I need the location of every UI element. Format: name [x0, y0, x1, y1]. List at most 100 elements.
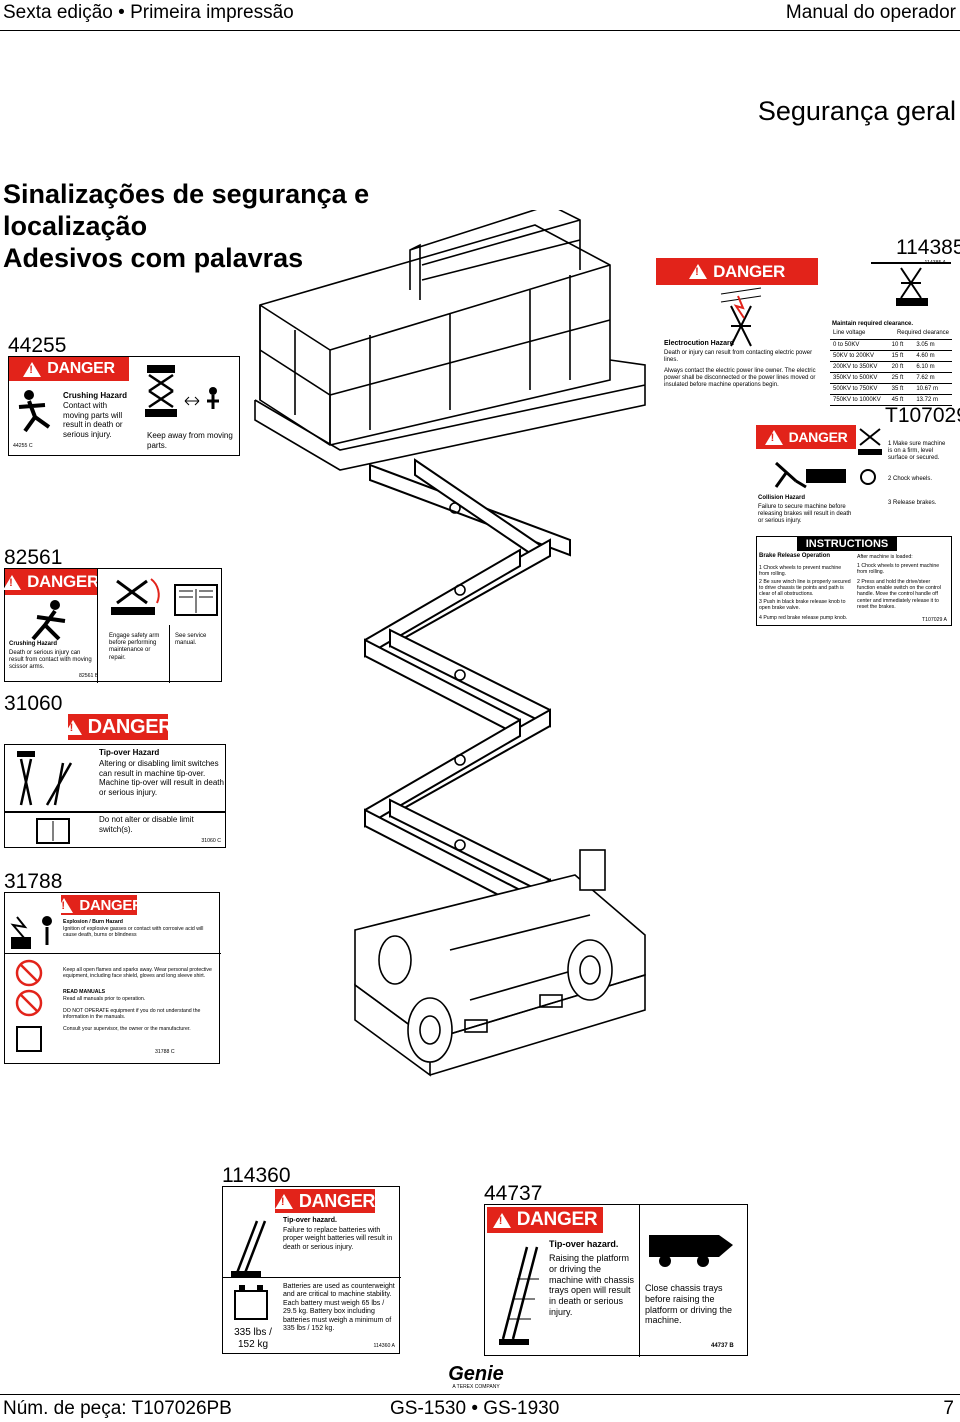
page-title: Sinalizações de segurança e localização … — [3, 178, 369, 274]
step-3: 3 Release brakes. — [888, 500, 937, 506]
warning-triangle-icon — [492, 1212, 511, 1228]
decal-T107029: DANGER Collision Hazard Failure to secur… — [756, 425, 952, 626]
divider — [169, 625, 170, 683]
battery-icon — [234, 1285, 268, 1320]
read-manuals: READ MANUALS — [63, 989, 106, 995]
page-title-line-2: localização — [3, 211, 148, 241]
collision-icon — [774, 461, 846, 489]
decal-44255: DANGER 44255 C Crushing Hazard Contact w… — [8, 356, 240, 456]
step-2: 2 Chock wheels. — [888, 476, 933, 482]
danger-banner: DANGER — [656, 258, 818, 285]
tipover-title: Tip-over hazard. — [549, 1239, 619, 1249]
elec-text2: Always contact the electric power line o… — [664, 368, 816, 389]
decal-44737: DANGER Tip-over hazard. Raising the plat… — [484, 1204, 748, 1357]
tipover-text: Raising the platform or driving the mach… — [549, 1253, 635, 1317]
tipover-box: Tip-over Hazard Altering or disabling li… — [4, 744, 226, 812]
genie-logo: Genie A TEREX COMPANY — [446, 1364, 506, 1390]
danger-banner: DANGER — [55, 895, 143, 915]
brake-step: 3 Push in black brake release knob to op… — [759, 599, 846, 612]
engage-text: Engage safety arm before performing main… — [109, 633, 160, 661]
read-manuals-text: Read all manuals prior to operation. — [63, 996, 146, 1002]
danger-banner: DANGER — [756, 425, 856, 449]
decal-small-code: 82561 B — [79, 673, 99, 679]
decal-114385: DANGER 114385 A Electrocution Hazard Dea… — [656, 258, 954, 406]
warning-triangle-icon — [23, 361, 42, 377]
warning-triangle-icon — [63, 719, 82, 735]
danger-banner: DANGER — [9, 357, 129, 381]
decal-small-code: 114360 A — [373, 1342, 395, 1349]
battery-weight: 335 lbs / 152 kg — [234, 1327, 272, 1350]
decal-small-code: 31060 C — [201, 837, 221, 844]
tipover-text: Failure to replace batteries with proper… — [283, 1227, 393, 1251]
after-step: 1 Chock wheels to prevent machine from r… — [857, 563, 940, 576]
tipover-icon — [499, 1246, 539, 1345]
header-rule — [0, 30, 960, 31]
divider — [639, 1205, 640, 1357]
decal-31060: DANGER Tip-over Hazard Altering or disab… — [4, 714, 226, 848]
decal-114385-code: 114385 — [896, 236, 960, 259]
elec-text: Death or injury can result from contacti… — [664, 350, 813, 364]
footer-center: GS-1530 • GS-1930 — [390, 1398, 560, 1419]
collision-title: Collision Hazard — [758, 495, 806, 501]
page-title-line-3: Adesivos com palavras — [3, 243, 304, 273]
section-title: Segurança geral — [757, 96, 956, 126]
decal-44737-code: 44737 — [484, 1182, 543, 1205]
divider — [223, 1277, 401, 1278]
divider — [5, 953, 221, 954]
decal-31060-code: 31060 — [4, 692, 63, 715]
decal-114360-code: 114360 — [222, 1164, 291, 1187]
electrocution-icon — [720, 287, 762, 347]
brake-step: 2 Be sure winch line is properly secured… — [759, 579, 851, 598]
tipover-title: Tip-over Hazard — [99, 748, 160, 757]
warning-triangle-icon — [764, 429, 783, 445]
manual-book-icon — [36, 818, 70, 844]
after-step: 2 Press and hold the drive/steer functio… — [857, 579, 941, 610]
lift-near-line-icon — [871, 262, 951, 306]
decal-small-code: 44255 C — [13, 443, 33, 449]
page-title-line-1: Sinalizações de segurança e — [3, 179, 370, 209]
warning-triangle-icon — [689, 264, 708, 279]
tipover-icon — [231, 1220, 267, 1277]
crushing-text: Death or serious injury can result from … — [9, 650, 92, 671]
safety-arm-icon — [111, 578, 160, 615]
close-trays-text: Close chassis trays before raising the p… — [645, 1283, 733, 1326]
header-left: Sexta edição • Primeira impressão — [3, 2, 294, 23]
limit-switch-text: Do not alter or disable limit switch(s). — [99, 815, 194, 834]
divider — [97, 569, 98, 683]
keep-away-text: Keep away from moving parts. — [147, 431, 233, 450]
no-flames-icons — [15, 959, 43, 1052]
decal-small-code: T107029 A — [921, 616, 947, 623]
footer-rule — [0, 1394, 960, 1395]
page-number: 7 — [943, 1398, 954, 1419]
logo-sub: A TEREX COMPANY — [452, 1384, 500, 1390]
brake-title: Brake Release Operation — [759, 553, 831, 559]
decal-82561: DANGER Crushing Hazard Death or serious … — [3, 568, 222, 683]
crushing-title: Crushing Hazard — [63, 391, 128, 400]
explosion-title: Explosion / Burn Hazard — [63, 919, 123, 925]
keep-away-icon — [145, 365, 219, 417]
warning-triangle-icon — [274, 1193, 293, 1209]
crushing-title: Crushing Hazard — [9, 641, 58, 647]
level-icon — [858, 428, 882, 455]
brake-step: 4 Pump red brake release pump knob. — [759, 615, 848, 621]
manual-book-icon — [174, 584, 218, 616]
scissor-lift-illustration — [254, 210, 646, 1077]
decal-31788: DANGER Explosion / Burn Hazard Ignition … — [4, 892, 221, 1064]
see-manual-text: See service manual. — [175, 633, 207, 647]
tipover-text: Altering or disabling limit switches can… — [99, 759, 224, 797]
decal-31788-code: 31788 — [4, 870, 63, 893]
decal-114360: DANGER Tip-over hazard. Failure to repla… — [222, 1186, 401, 1354]
footer-left: Núm. de peça: T107026PB — [3, 1398, 232, 1419]
step-1: 1 Make sure machine is on a firm, level … — [888, 441, 946, 462]
table-title: Maintain required clearance. — [832, 321, 914, 327]
explosion-text: Ignition of explosive gasses or contact … — [63, 926, 204, 939]
consult-text: Consult your supervisor, the owner or th… — [63, 1026, 191, 1032]
instructions-box: INSTRUCTIONS Brake Release Operation 1 C… — [756, 536, 952, 626]
